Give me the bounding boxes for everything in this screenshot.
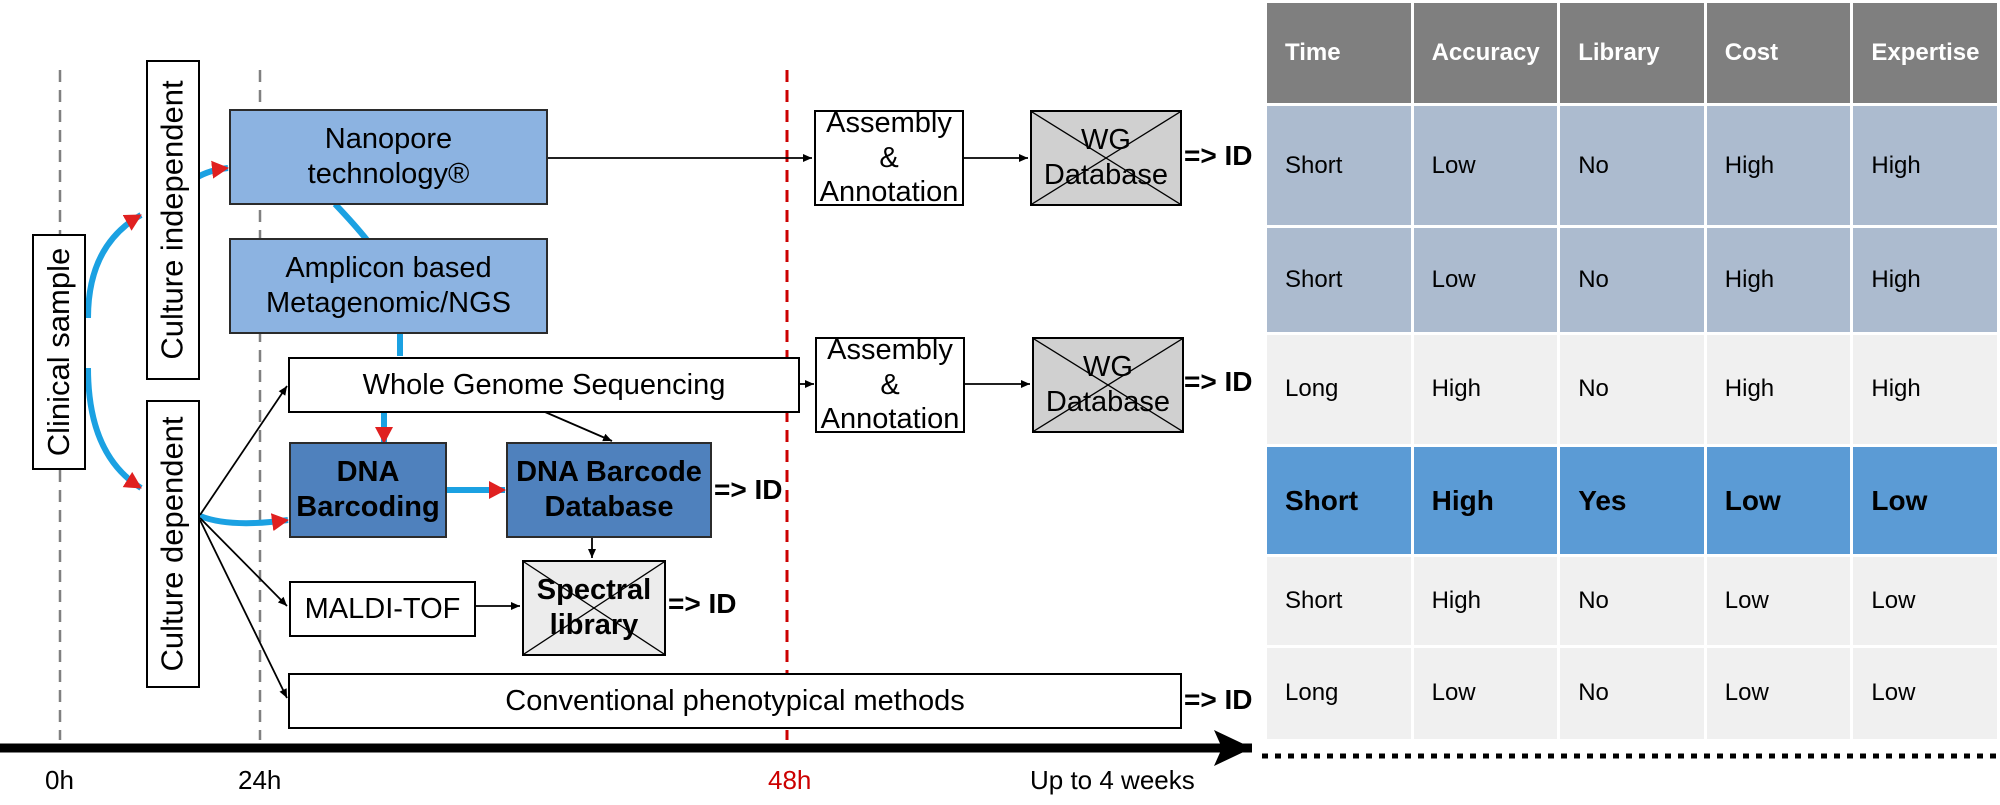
wgs-text: Whole Genome Sequencing <box>362 368 726 401</box>
cell-library: No <box>1557 644 1707 743</box>
cell-cost: Low <box>1703 644 1854 743</box>
wg-database-text-2: WG Database <box>1045 351 1171 418</box>
flow-sample-to-dependent <box>85 367 143 491</box>
cell-cost: High <box>1703 331 1854 448</box>
table-row: Short Low No High High <box>1264 225 2000 335</box>
cross-mark-icon <box>1032 112 1180 204</box>
header-accuracy: Accuracy <box>1410 0 1561 106</box>
comparison-table: Time Accuracy Library Cost Expertise Sho… <box>1264 0 2000 743</box>
arrow-dependent-to-maldi <box>199 517 288 607</box>
cell-time: Long <box>1264 644 1414 743</box>
cross-mark-icon <box>1034 339 1182 431</box>
culture-dependent-label: Culture dependent <box>146 400 200 688</box>
id-label-maldi: => ID <box>668 588 737 619</box>
id-label-conventional: => ID <box>1184 684 1253 715</box>
flow-nanopore-to-amplicon <box>332 201 370 242</box>
cell-cost: High <box>1703 225 1854 335</box>
id-label-wgs: => ID <box>1184 366 1253 397</box>
arrow-dependent-to-conventional <box>199 519 288 699</box>
clinical-sample-label: Clinical sample <box>32 234 86 470</box>
conventional-methods-text: Conventional phenotypical methods <box>505 684 965 717</box>
dna-barcode-db-text: DNA Barcode Database <box>516 456 702 523</box>
tick-label-24h: 24h <box>238 765 282 795</box>
cell-accuracy: High <box>1410 554 1561 648</box>
cell-cost: High <box>1703 102 1854 229</box>
id-label-nanopore: => ID <box>1184 140 1253 171</box>
table-row: Short High Yes Low Low <box>1264 444 2000 558</box>
cell-library: Yes <box>1557 444 1707 558</box>
table-row: Short Low No High High <box>1264 102 2000 229</box>
cell-expertise: High <box>1850 102 2000 229</box>
dna-barcoding-box: DNA Barcoding <box>289 442 447 538</box>
assembly-text-1: Assembly & Annotation <box>819 106 959 209</box>
nanopore-box: Nanopore technology® <box>229 109 548 205</box>
nanopore-text: Nanopore technology® <box>307 123 470 190</box>
table-row: Long Low No Low Low <box>1264 644 2000 743</box>
cell-accuracy: Low <box>1410 225 1561 335</box>
tick-label-4-weeks: Up to 4 weeks <box>1030 765 1195 795</box>
wgs-box: Whole Genome Sequencing <box>288 357 800 413</box>
cell-time: Short <box>1264 225 1414 335</box>
cell-time: Short <box>1264 102 1414 229</box>
assembly-box-1: Assembly & Annotation <box>814 107 964 208</box>
wg-database-box-1: WG Database <box>1030 110 1182 206</box>
wg-database-box-2: WG Database <box>1032 337 1184 433</box>
arrow-dependent-to-wgs <box>199 385 288 516</box>
amplicon-text: Amplicon based Metagenomic/NGS <box>266 252 511 319</box>
conventional-methods-box: Conventional phenotypical methods <box>288 673 1182 729</box>
cell-library: No <box>1557 102 1707 229</box>
cell-cost: Low <box>1703 444 1854 558</box>
cell-library: No <box>1557 225 1707 335</box>
cell-cost: Low <box>1703 554 1854 648</box>
culture-independent-text: Culture independent <box>155 80 190 360</box>
table-row: Short High No Low Low <box>1264 554 2000 648</box>
flow-dependent-to-barcoding <box>198 513 289 532</box>
header-library: Library <box>1557 0 1707 106</box>
cross-mark-icon <box>524 562 664 654</box>
assembly-text-2: Assembly & Annotation <box>820 333 960 436</box>
cell-accuracy: Low <box>1410 102 1561 229</box>
table-row: Long High No High High <box>1264 331 2000 448</box>
cell-time: Short <box>1264 444 1414 558</box>
tick-label-48h: 48h <box>768 765 812 795</box>
header-time: Time <box>1264 0 1414 106</box>
cell-time: Short <box>1264 554 1414 648</box>
cell-expertise: Low <box>1850 554 2000 648</box>
table-header-row: Time Accuracy Library Cost Expertise <box>1264 0 2000 106</box>
flow-sample-to-independent <box>85 212 143 319</box>
cell-library: No <box>1557 331 1707 448</box>
assembly-box-2: Assembly & Annotation <box>815 334 965 435</box>
arrow-wgs-to-barcode-db <box>544 411 613 442</box>
cell-expertise: Low <box>1850 644 2000 743</box>
spectral-library-text: Spectral library <box>536 574 652 641</box>
cell-accuracy: High <box>1410 331 1561 448</box>
culture-dependent-text: Culture dependent <box>155 416 190 672</box>
clinical-sample-text: Clinical sample <box>41 247 76 457</box>
dna-barcode-db-box: DNA Barcode Database <box>506 442 712 538</box>
dna-barcoding-text: DNA Barcoding <box>296 456 440 523</box>
amplicon-box: Amplicon based Metagenomic/NGS <box>229 238 548 334</box>
cell-expertise: High <box>1850 225 2000 335</box>
wg-database-text-1: WG Database <box>1043 124 1169 191</box>
spectral-library-box: Spectral library <box>522 560 666 656</box>
cell-expertise: Low <box>1850 444 2000 558</box>
cell-library: No <box>1557 554 1707 648</box>
cell-accuracy: High <box>1410 444 1561 558</box>
id-label-barcode: => ID <box>714 474 783 505</box>
cell-time: Long <box>1264 331 1414 448</box>
maldi-tof-text: MALDI-TOF <box>304 592 461 625</box>
maldi-tof-box: MALDI-TOF <box>289 581 476 637</box>
header-cost: Cost <box>1703 0 1854 106</box>
culture-independent-label: Culture independent <box>146 60 200 380</box>
cell-accuracy: Low <box>1410 644 1561 743</box>
cell-expertise: High <box>1850 331 2000 448</box>
header-expertise: Expertise <box>1850 0 2000 106</box>
tick-label-0h: 0h <box>45 765 74 795</box>
